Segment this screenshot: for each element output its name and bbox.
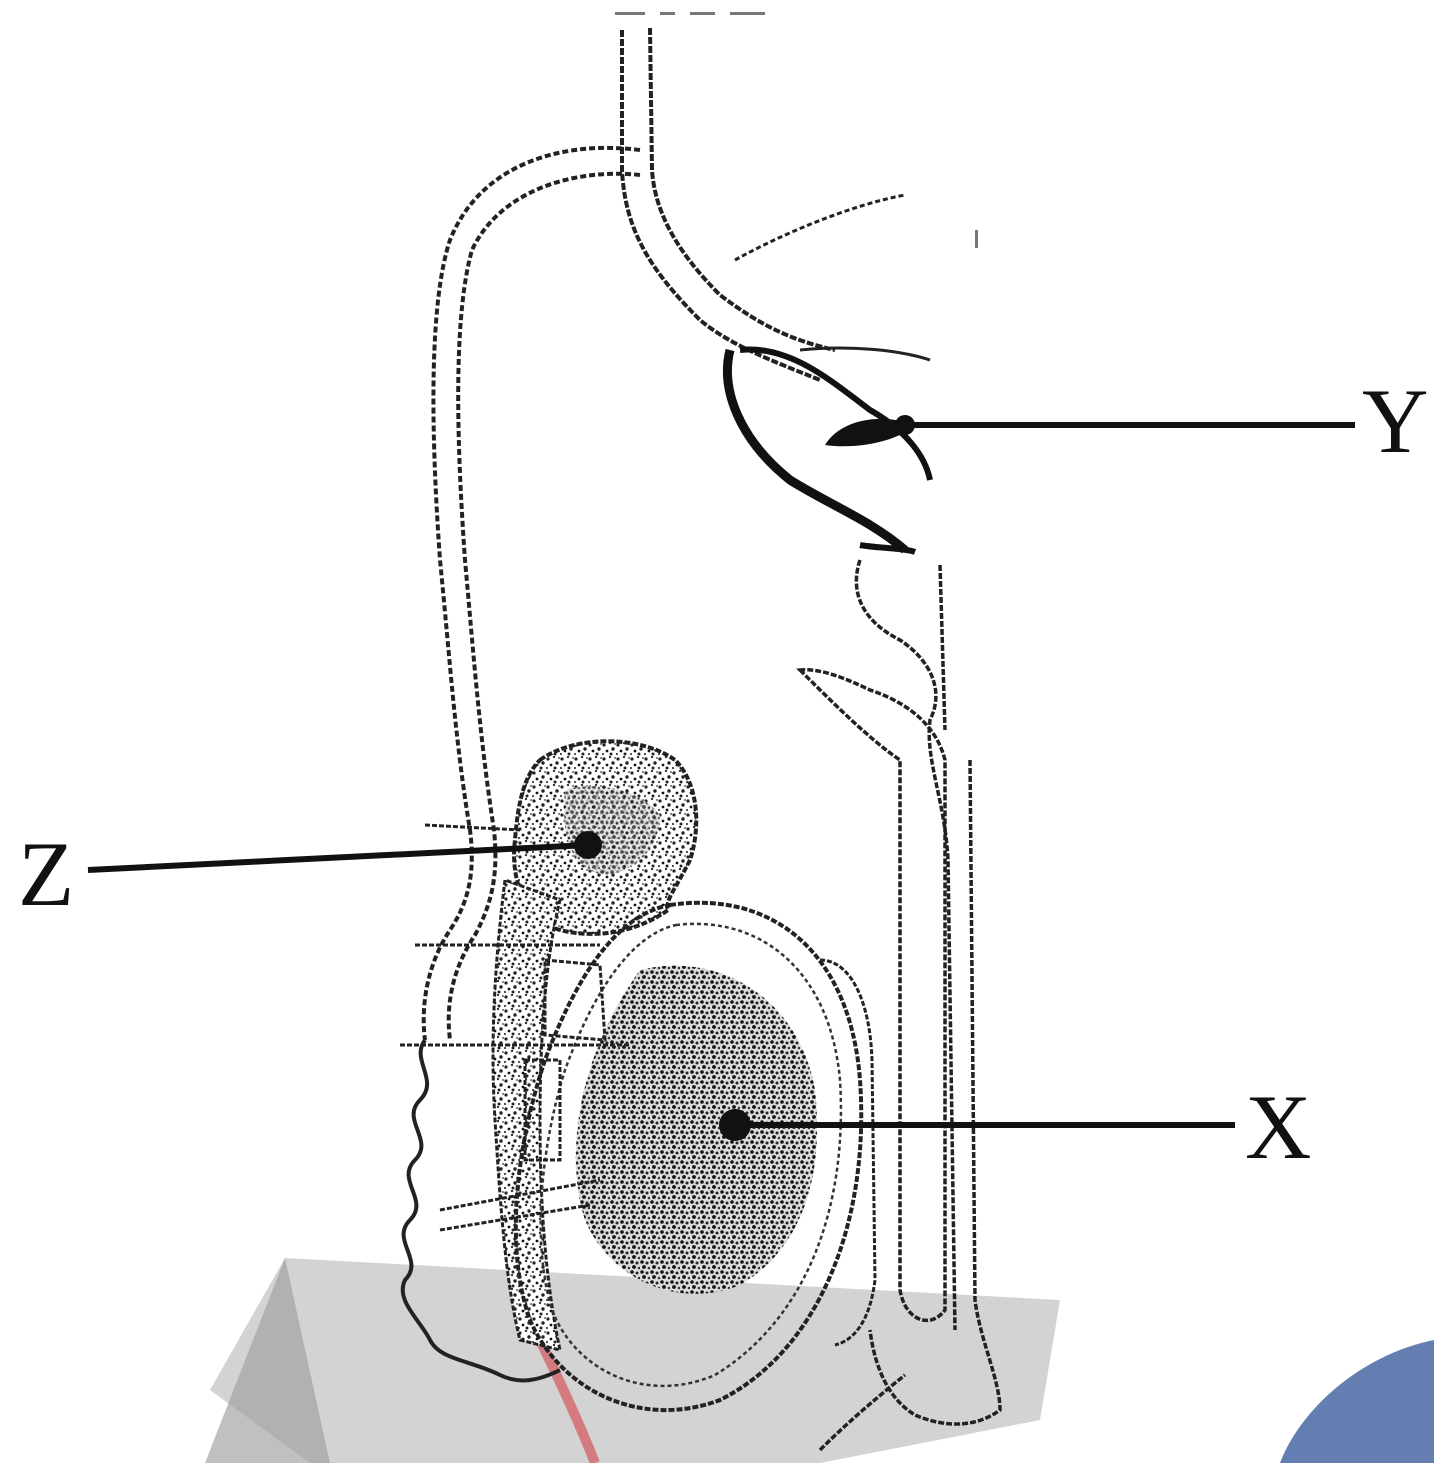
- label-x: X: [1245, 1076, 1311, 1178]
- label-z: Z: [18, 823, 74, 925]
- label-y: Y: [1362, 370, 1428, 472]
- scan-specks: [615, 12, 978, 248]
- structure-y: [728, 350, 931, 552]
- watermark: [205, 1258, 1434, 1463]
- leader-line-y: [895, 415, 1355, 435]
- watermark-gray-shape: [210, 1258, 1060, 1463]
- vessel-line-upper: [735, 195, 905, 260]
- vessel-line-mid: [800, 348, 930, 360]
- watermark-blue-shape: [1280, 1340, 1434, 1463]
- vas-deferens: [622, 28, 835, 380]
